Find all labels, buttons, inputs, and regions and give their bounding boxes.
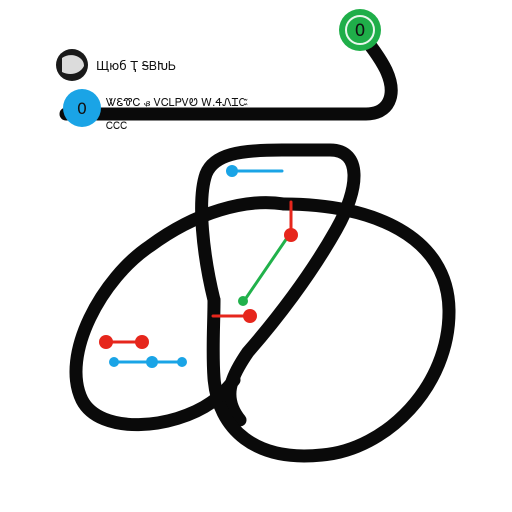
legend-row-2: 0 ᏔᏋᏡᏟ ᏸ ᏙᏟᏞᏢᏙᏬ Ꮃ.ᏎᏁᏆᏨ ᏟᏟᏟ — [63, 89, 248, 132]
start-node[interactable]: 0 — [339, 9, 381, 51]
track-bottom-join — [205, 373, 241, 409]
zero-badge-icon — [63, 89, 101, 127]
start-node-label: 0 — [355, 21, 366, 41]
avatar-icon-highlight — [62, 55, 84, 74]
track-group — [59, 23, 456, 463]
start-node-ring — [345, 15, 375, 45]
zero-badge-label: 0 — [77, 99, 87, 118]
connector-group — [104, 169, 293, 364]
red-dot[interactable] — [99, 335, 113, 349]
blue-dot[interactable] — [226, 165, 238, 177]
green-connector-diagonal — [242, 236, 289, 303]
legend-row-1: Щюб Ҭ ᎦᏴԽᏏ — [56, 49, 176, 81]
blue-dot[interactable] — [177, 357, 187, 367]
legend-row-1-text: Щюб Ҭ ᎦᏴԽᏏ — [96, 59, 176, 73]
blue-dot[interactable] — [109, 357, 119, 367]
green-dot[interactable] — [238, 296, 248, 306]
red-dot[interactable] — [284, 228, 298, 242]
legend-row-2-text: ᏔᏋᏡᏟ ᏸ ᏙᏟᏞᏢᏙᏬ Ꮃ.ᏎᏁᏆᏨ — [105, 96, 248, 109]
legend-row-2-subtext: ᏟᏟᏟ — [106, 121, 127, 132]
track-left-oval — [69, 196, 291, 432]
red-dot[interactable] — [243, 309, 257, 323]
red-dot[interactable] — [135, 335, 149, 349]
track-tall-loop — [195, 143, 361, 427]
endpoint-dots — [99, 165, 298, 368]
blue-dot[interactable] — [146, 356, 158, 368]
track-right-circle — [206, 197, 456, 463]
